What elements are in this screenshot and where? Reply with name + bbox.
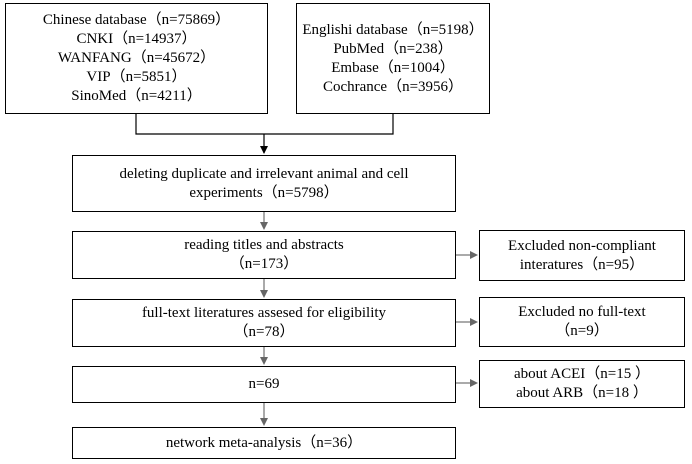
box-line: Excluded no full-text <box>518 304 646 320</box>
box-line: VIP（n=5851） <box>86 69 187 85</box>
box-line: network meta-analysis（n=36） <box>165 434 363 451</box>
box-line: WANFANG（n=45672） <box>57 50 216 66</box>
box-line: （n=173） <box>229 256 299 272</box>
box-line: Cochrance（n=3956） <box>322 78 464 95</box>
included-n69-box: n=69 <box>72 366 456 403</box>
box-line: interatures（n=95） <box>519 256 645 273</box>
box-line: PubMed（n=238） <box>333 40 453 57</box>
fulltext-eligibility-box: full-text literatures assesed for eligib… <box>72 299 456 347</box>
english-database-box: Englishi database（n=5198） PubMed（n=238） … <box>296 3 490 114</box>
box-line: deleting duplicate and irrelevant animal… <box>119 165 409 182</box>
box-line: CNKI（n=14937） <box>76 31 197 47</box>
box-line: experiments（n=5798） <box>189 184 339 201</box>
network-meta-analysis-box: network meta-analysis（n=36） <box>72 427 456 459</box>
acei-arb-box: about ACEI（n=15 ） about ARB（n=18 ） <box>479 360 685 408</box>
box-line: Englishi database（n=5198） <box>302 21 484 38</box>
dedup-box: deleting duplicate and irrelevant animal… <box>72 155 456 212</box>
box-line: about ACEI（n=15 ） <box>514 366 650 382</box>
box-line: n=69 <box>248 376 280 392</box>
box-line: Excluded non-compliant <box>508 237 656 254</box>
box-line: Embase（n=1004） <box>331 59 455 76</box>
titles-abstracts-box: reading titles and abstracts （n=173） <box>72 231 456 279</box>
box-line: reading titles and abstracts <box>184 237 344 253</box>
box-line: full-text literatures assesed for eligib… <box>141 305 387 321</box>
box-line: （n=78） <box>233 324 295 340</box>
box-line: （n=9） <box>555 323 609 339</box>
excluded-noncompliant-box: Excluded non-compliant interatures（n=95） <box>479 230 685 281</box>
box-line: about ARB（n=18 ） <box>516 385 648 401</box>
merge-connector <box>135 114 394 135</box>
box-line: SinoMed（n=4211） <box>71 88 202 104</box>
excluded-no-fulltext-box: Excluded no full-text （n=9） <box>479 297 685 347</box>
box-line: Chinese database（n=75869） <box>42 12 231 28</box>
chinese-database-box: Chinese database（n=75869） CNKI（n=14937） … <box>5 3 268 114</box>
